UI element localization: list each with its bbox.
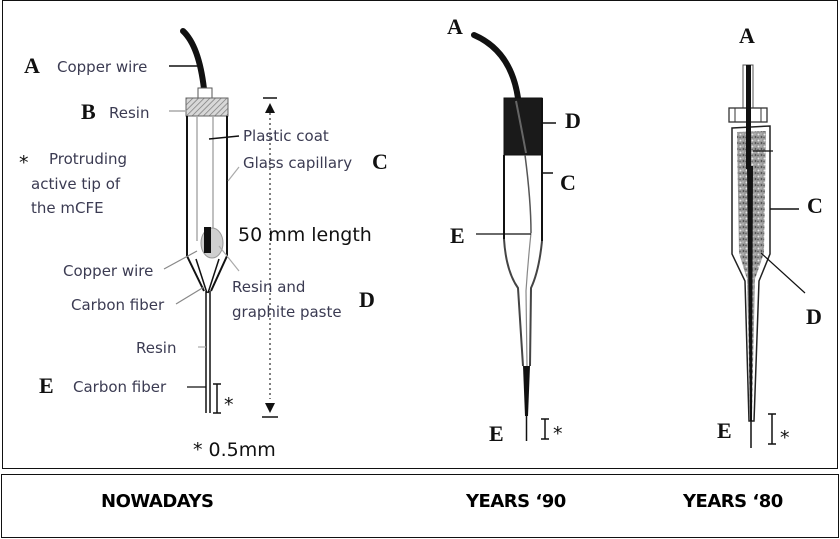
label-protruding-1: Protruding [49, 150, 127, 168]
letter-c-80: C [807, 193, 823, 218]
letter-e-80: E [717, 418, 732, 443]
label-resin-top: Resin [109, 104, 149, 122]
epoxy-plug [503, 97, 543, 156]
letter-d-80: D [806, 304, 822, 329]
label-carbon-fiber-mid: Carbon fiber [71, 296, 165, 314]
caption-years-90: YEARS ‘90 [466, 491, 566, 512]
diagram-panel: * A Copper wire B Resin Plastic coat Gla… [2, 0, 838, 469]
label-copper-wire-mid: Copper wire [63, 262, 153, 280]
letter-d-90: D [565, 108, 581, 133]
asterisk-80: * [780, 427, 790, 449]
letter-c: C [372, 149, 388, 174]
label-resin-bottom: Resin [136, 339, 176, 357]
resin-cap [185, 97, 229, 117]
label-length: 50 mm length [238, 224, 372, 246]
letter-b: B [81, 99, 96, 124]
label-protruding-3: the mCFE [31, 199, 104, 217]
electrode-nowadays: * A Copper wire B Resin Plastic coat Gla… [19, 28, 388, 461]
letter-a-90: A [447, 14, 463, 39]
letter-d: D [359, 287, 375, 312]
label-tip-size: * 0.5mm [193, 439, 276, 461]
asterisk-marker: * [224, 394, 234, 416]
label-carbon-fiber-bottom: Carbon fiber [73, 378, 167, 396]
copper-wire-cable [180, 28, 207, 92]
letter-e-bottom-90: E [489, 421, 504, 446]
label-resin-graphite-1: Resin and [232, 278, 305, 296]
label-copper-wire-top: Copper wire [57, 58, 147, 76]
asterisk-legend: * [19, 152, 29, 174]
caption-panel: NOWADAYS YEARS ‘90 YEARS ‘80 [1, 474, 839, 538]
letter-a-80: A [739, 23, 755, 48]
asterisk-90: * [553, 423, 563, 445]
caption-nowadays: NOWADAYS [101, 491, 214, 512]
letter-e-top-90: E [450, 223, 465, 248]
caption-years-80: YEARS ‘80 [683, 491, 783, 512]
label-resin-graphite-2: graphite paste [232, 303, 342, 321]
label-plastic-coat: Plastic coat [243, 127, 329, 145]
letter-a: A [24, 53, 40, 78]
electrode-years-80: A C D E * [717, 23, 823, 449]
electrode-diagrams: * A Copper wire B Resin Plastic coat Gla… [19, 14, 823, 461]
label-glass-capillary: Glass capillary [243, 154, 352, 172]
electrode-years-90: A D C E E * [447, 14, 581, 446]
label-protruding-2: active tip of [31, 175, 121, 193]
letter-e: E [39, 373, 54, 398]
letter-c-90: C [560, 170, 576, 195]
